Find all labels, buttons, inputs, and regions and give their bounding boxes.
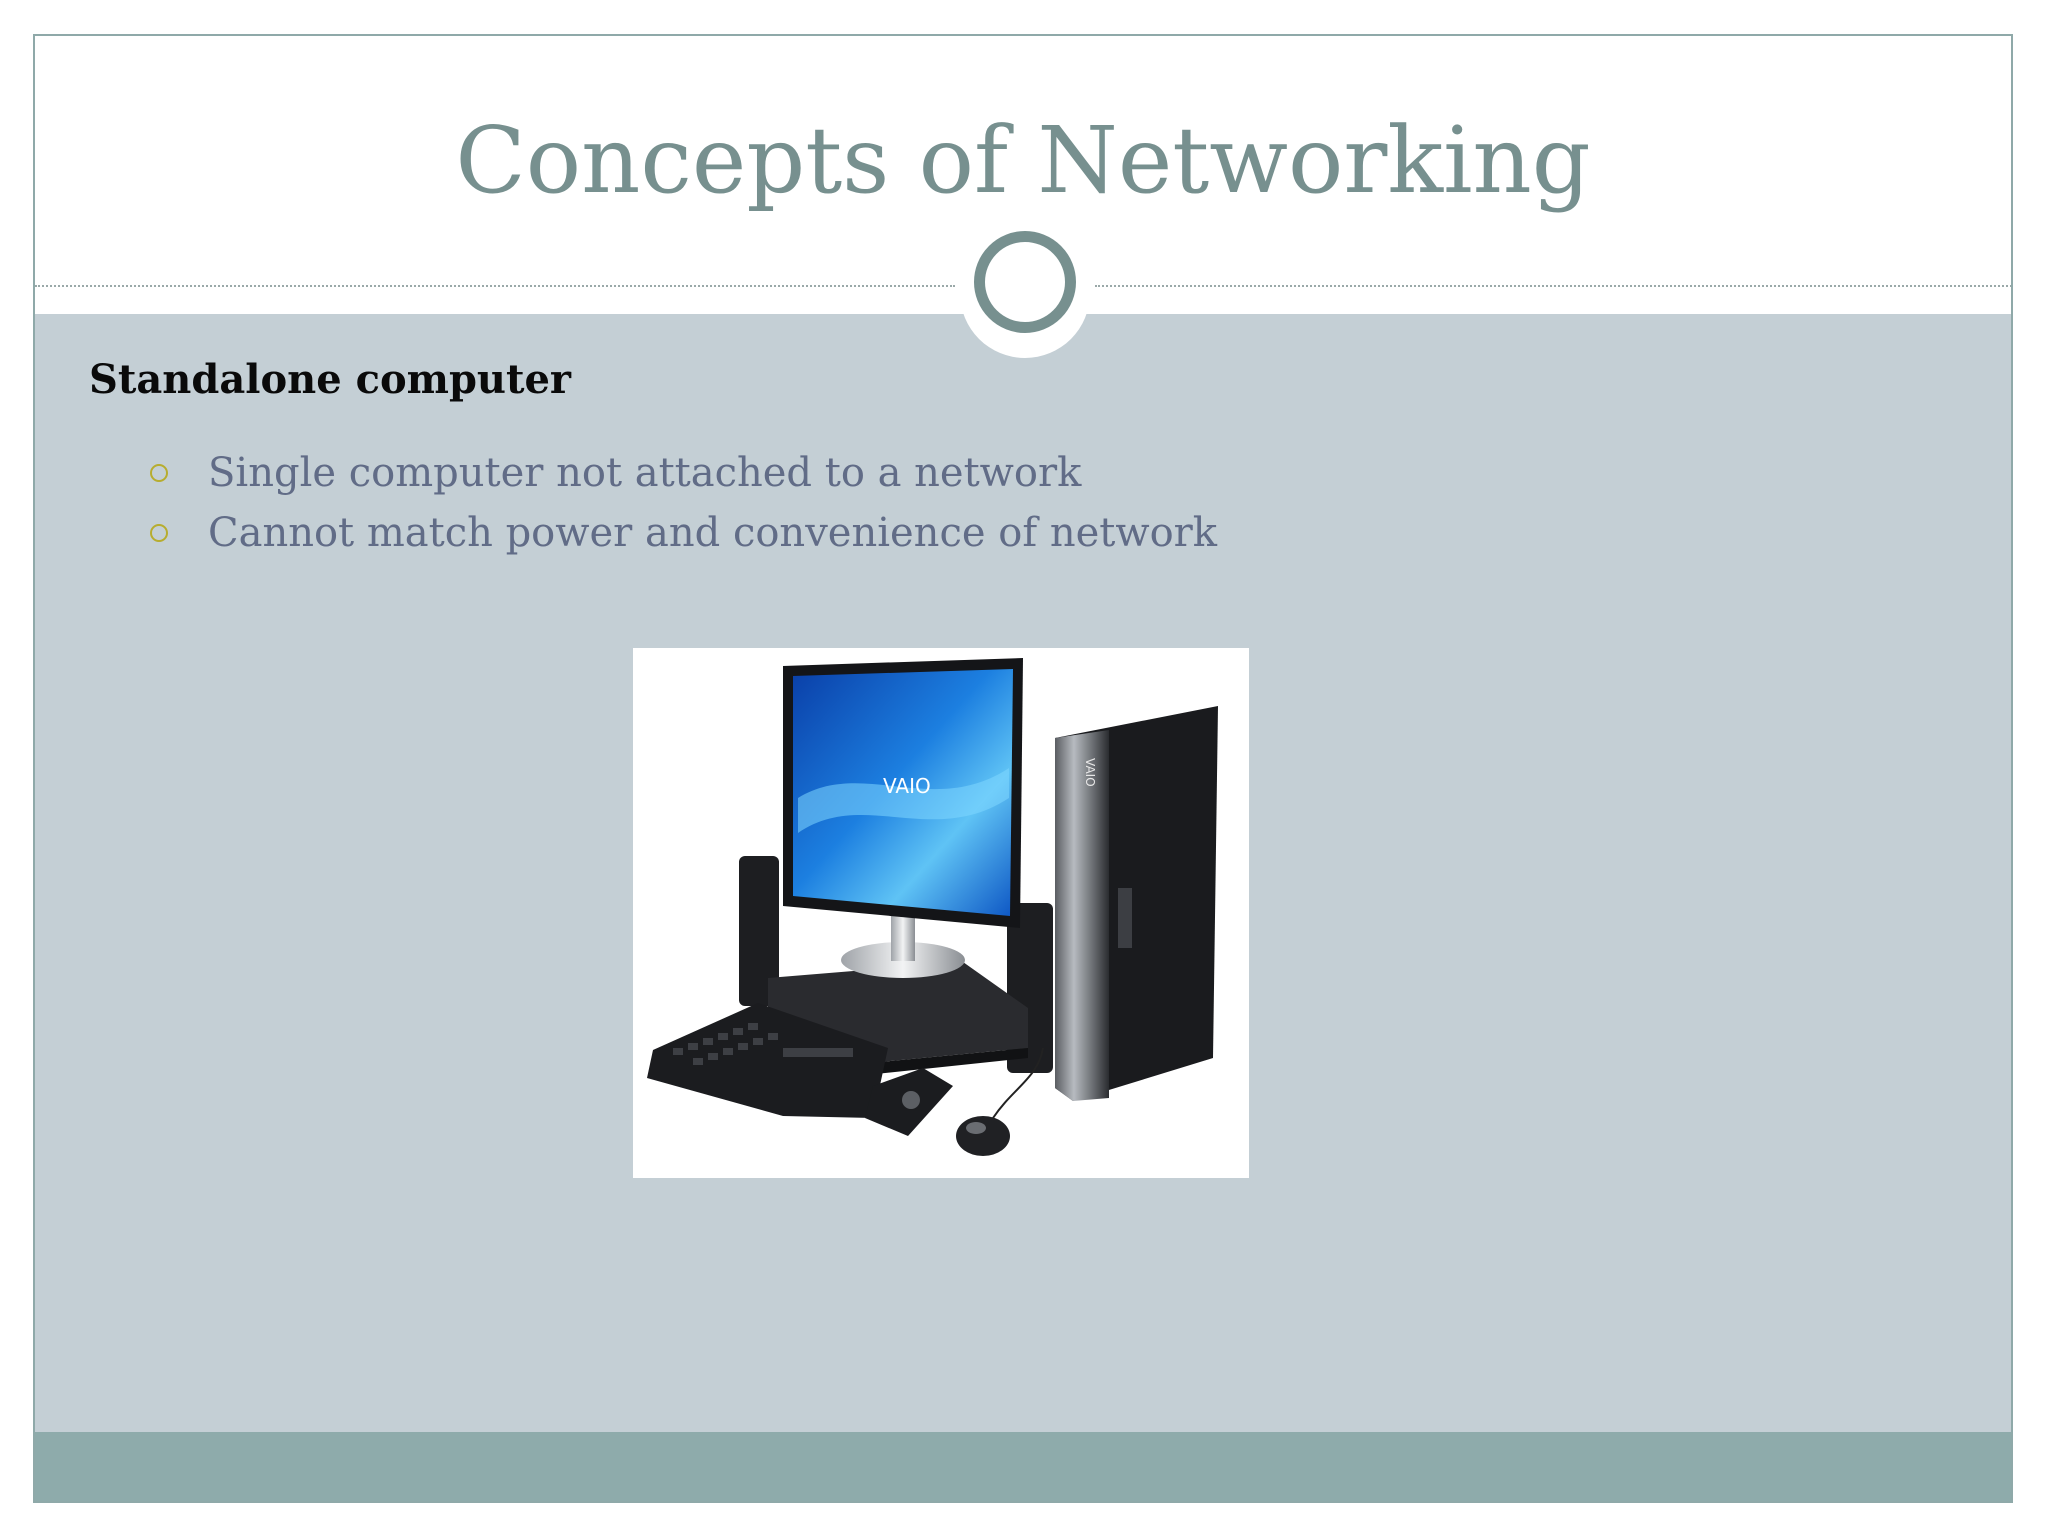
- monitor-logo: VAIO: [883, 774, 931, 798]
- bullet-item: Cannot match power and convenience of ne…: [150, 503, 1217, 563]
- bullet-text: Single computer not attached to a networ…: [208, 450, 1082, 496]
- slide-title: Concepts of Networking: [455, 107, 1591, 214]
- desktop-computer-photo: VAIO VAIO: [633, 648, 1249, 1178]
- title-divider-right: [1095, 285, 2011, 287]
- content-heading: Standalone computer: [89, 356, 571, 403]
- title-divider-left: [35, 285, 955, 287]
- bullet-item: Single computer not attached to a networ…: [150, 443, 1081, 503]
- circle-ornament-icon: [974, 231, 1076, 333]
- bullet-text: Cannot match power and convenience of ne…: [208, 510, 1218, 556]
- tower-logo: VAIO: [1083, 758, 1097, 787]
- circle-bullet-icon: [150, 524, 168, 542]
- slide: Concepts of Networking Standalone comput…: [33, 34, 2013, 1503]
- circle-bullet-icon: [150, 464, 168, 482]
- footer-band: [35, 1432, 2011, 1501]
